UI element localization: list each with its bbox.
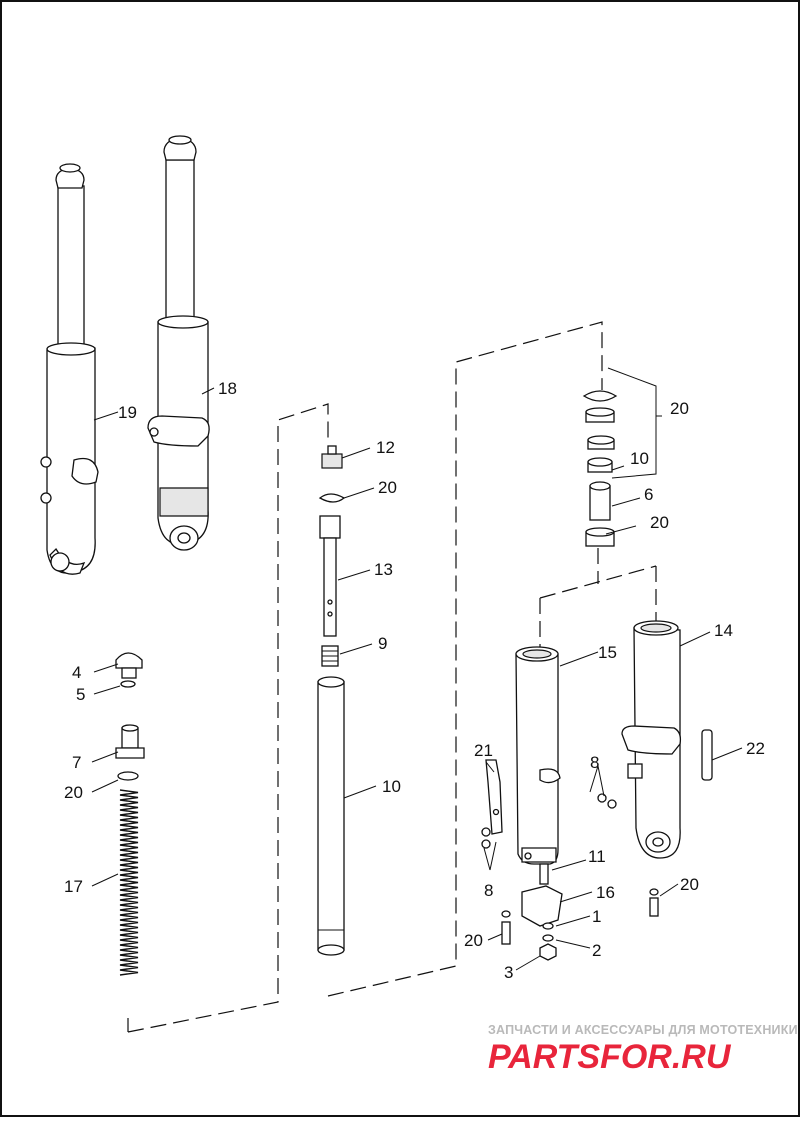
spring-17 bbox=[119, 789, 139, 976]
ring-20-damper bbox=[318, 493, 346, 503]
callout-14: 14 bbox=[714, 621, 733, 640]
assembly-line-left bbox=[127, 403, 329, 1033]
leader-lines bbox=[91, 367, 743, 971]
watermark-logo: PARTSFOR.RU bbox=[488, 1038, 732, 1076]
callout-9: 9 bbox=[378, 634, 387, 653]
spacer-7 bbox=[115, 724, 145, 759]
assembly-line-right bbox=[539, 548, 657, 660]
callout-18: 18 bbox=[218, 379, 237, 398]
callout-13: 13 bbox=[374, 560, 393, 579]
fork-slider-14 bbox=[621, 620, 682, 859]
callout-2: 2 bbox=[592, 941, 601, 960]
washer-20-spring bbox=[117, 771, 139, 781]
callout-7: 7 bbox=[72, 753, 81, 772]
bracket-21 bbox=[485, 759, 503, 835]
fork-tube-10-left bbox=[317, 676, 345, 956]
callout-8-left: 8 bbox=[484, 881, 493, 900]
screws-8-left bbox=[481, 827, 491, 849]
axle-cap-16 bbox=[521, 885, 563, 927]
assembly-line-center bbox=[327, 321, 603, 997]
callout-3: 3 bbox=[504, 963, 513, 982]
stud-11 bbox=[539, 863, 549, 885]
reflector-22 bbox=[701, 729, 713, 781]
washer-2 bbox=[542, 934, 554, 942]
damper-tube-13 bbox=[319, 515, 341, 637]
callout-20-stack: 20 bbox=[670, 399, 689, 418]
callout-10-tube: 10 bbox=[382, 777, 401, 796]
fork-assembly-19 bbox=[40, 163, 99, 575]
washer-1 bbox=[542, 922, 554, 930]
callout-20-damper: 20 bbox=[378, 478, 397, 497]
callout-12: 12 bbox=[376, 438, 395, 457]
screws-8-right bbox=[597, 793, 617, 809]
spring-9 bbox=[321, 645, 339, 667]
bolt-20-left bbox=[501, 910, 511, 945]
fork-assembly-18 bbox=[147, 135, 210, 551]
callout-5: 5 bbox=[76, 685, 85, 704]
callouts: 19 18 12 20 13 9 10 4 5 7 20 17 20 10 6 … bbox=[64, 379, 765, 982]
callout-16: 16 bbox=[596, 883, 615, 902]
bolt-20-right bbox=[649, 888, 659, 917]
callout-21: 21 bbox=[474, 741, 493, 760]
callout-10-stack: 10 bbox=[630, 449, 649, 468]
callout-4: 4 bbox=[72, 663, 81, 682]
washer-5 bbox=[120, 680, 136, 688]
watermark-tagline: ЗАПЧАСТИ И АКСЕССУАРЫ ДЛЯ МОТОТЕХНИКИ bbox=[488, 1023, 798, 1037]
fork-slider-15 bbox=[515, 646, 561, 865]
damper-valve-12 bbox=[321, 445, 343, 469]
watermark: ЗАПЧАСТИ И АКСЕССУАРЫ ДЛЯ МОТОТЕХНИКИ PA… bbox=[488, 1023, 798, 1076]
callout-20-spring: 20 bbox=[64, 783, 83, 802]
callout-20-bolt-left: 20 bbox=[464, 931, 483, 950]
callout-8-right: 8 bbox=[590, 753, 599, 772]
callout-19: 19 bbox=[118, 403, 137, 422]
callout-6: 6 bbox=[644, 485, 653, 504]
callout-20-bolt-right: 20 bbox=[680, 875, 699, 894]
bushing-stack-20-10-6 bbox=[582, 390, 618, 547]
callout-22: 22 bbox=[746, 739, 765, 758]
callout-20-bushing: 20 bbox=[650, 513, 669, 532]
callout-15: 15 bbox=[598, 643, 617, 662]
callout-11: 11 bbox=[588, 847, 606, 866]
callout-1: 1 bbox=[592, 907, 601, 926]
callout-17: 17 bbox=[64, 877, 83, 896]
cap-bolt-4 bbox=[115, 652, 143, 679]
nut-3 bbox=[539, 943, 557, 961]
